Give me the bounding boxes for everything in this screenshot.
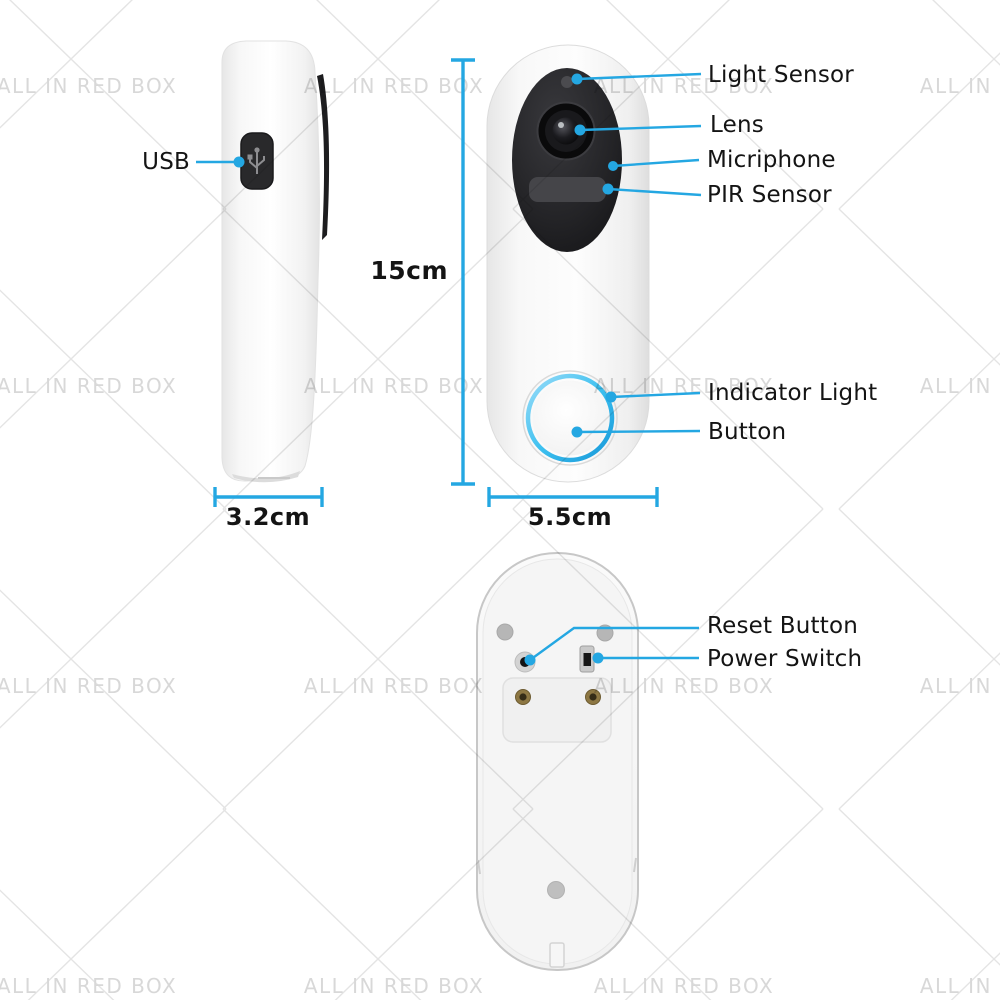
- label-reset-button: Reset Button: [707, 613, 859, 639]
- leader-reset: [529, 626, 699, 661]
- label-lens: Lens: [710, 112, 764, 138]
- leader-dots: [233, 73, 618, 666]
- label-light-sensor: Light Sensor: [708, 62, 854, 88]
- label-power-switch: Power Switch: [707, 646, 863, 672]
- measurement-lines: [213, 58, 659, 507]
- leader-button: [576, 429, 701, 434]
- dim-side-width: 3.2cm: [225, 503, 311, 531]
- label-button: Button: [708, 419, 787, 445]
- leader-microphone: [612, 158, 700, 168]
- leader-lines: [196, 72, 702, 661]
- label-indicator-light: Indicator Light: [708, 380, 878, 406]
- leader-lens: [579, 124, 702, 132]
- dim-height: 15cm: [370, 256, 448, 285]
- dim-front-width: 5.5cm: [527, 503, 613, 531]
- label-microphone: Micriphone: [707, 147, 836, 173]
- leader-pir: [607, 187, 702, 197]
- leader-light-sensor: [576, 72, 702, 81]
- leader-indicator: [610, 391, 701, 399]
- label-pir-sensor: PIR Sensor: [707, 182, 832, 208]
- label-usb: USB: [142, 149, 190, 175]
